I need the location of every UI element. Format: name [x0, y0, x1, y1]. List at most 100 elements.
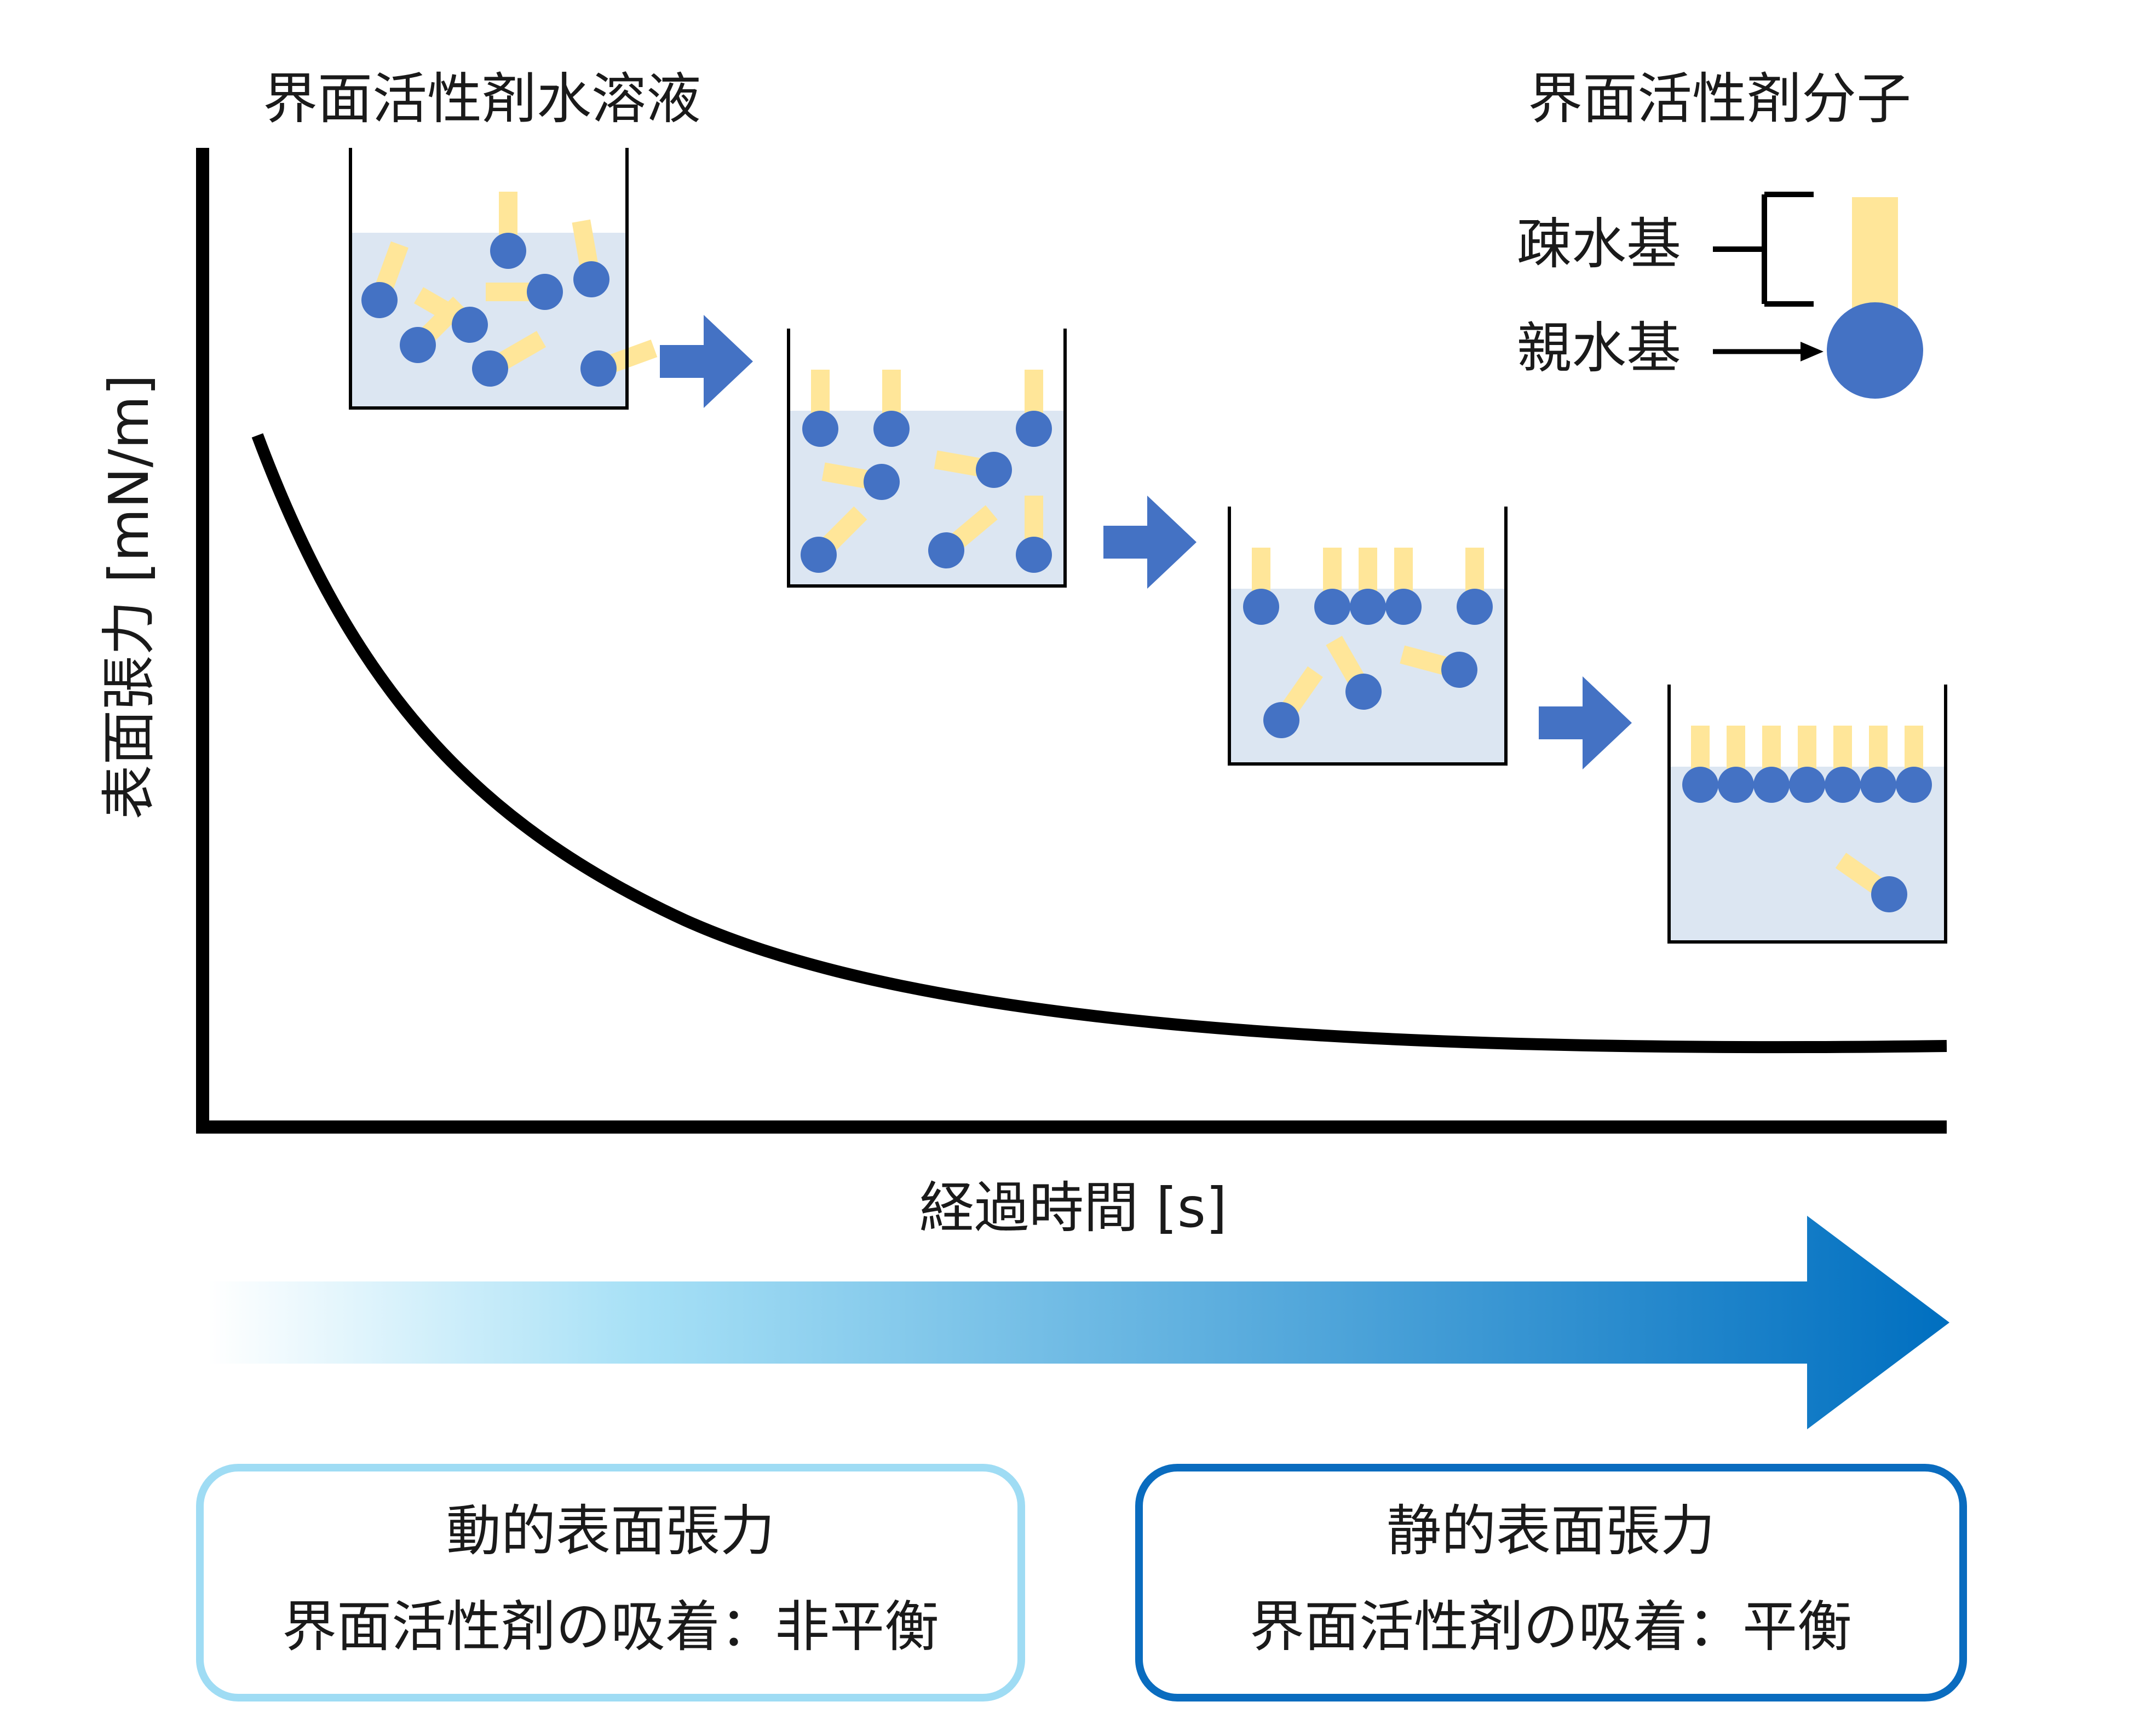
- hydrophilic-head: [1718, 767, 1754, 803]
- time-progress-arrow: [208, 1216, 1949, 1429]
- beaker-4: [1667, 685, 1947, 944]
- axes: [196, 148, 1947, 1134]
- hydrophobic-tail: [882, 370, 901, 417]
- hydrophobic-tail: [949, 505, 998, 550]
- beaker-1: [349, 148, 658, 410]
- dynamic-tension-box: 動的表面張力 界面活性剤の吸着：非平衡: [196, 1464, 1025, 1701]
- hydrophobic-tail: [1323, 548, 1342, 595]
- surfactant-molecule: [1682, 726, 1718, 803]
- hydrophilic-head: [1896, 767, 1932, 803]
- hydrophilic-head: [527, 274, 563, 310]
- hydrophilic-head: [1860, 767, 1896, 803]
- x-axis-label: 経過時間 [s]: [919, 1176, 1227, 1240]
- beaker-2: [787, 329, 1067, 588]
- hydrophobic-tail: [375, 241, 409, 293]
- hydrophilic-head: [1871, 876, 1907, 912]
- hydrophilic-head: [452, 307, 488, 343]
- surfactant-molecule: [1016, 496, 1052, 573]
- static-box-title: 静的表面張力: [1387, 1499, 1715, 1563]
- surfactant-molecule: [1789, 726, 1825, 803]
- hydrophilic-head: [1350, 589, 1386, 625]
- hydrophilic-head: [580, 350, 617, 387]
- hydrophobic-tail: [1833, 726, 1852, 773]
- surfactant-molecule: [1314, 548, 1350, 625]
- hydrophilic-head: [573, 261, 609, 297]
- beaker-3-outline: [1228, 507, 1508, 766]
- beaker-3: [1228, 507, 1508, 766]
- beaker-1-outline: [349, 148, 629, 410]
- hydrophobic-tail: [1691, 726, 1710, 773]
- dynamic-box-title: 動的表面張力: [446, 1499, 775, 1563]
- hydrophilic-label: 親水基: [1517, 316, 1681, 380]
- surface-tension-curve: [251, 433, 1947, 1054]
- surfactant-molecule: [1385, 548, 1422, 625]
- hydrophobic-tail: [1400, 645, 1451, 676]
- surfactant-molecule: [1457, 548, 1493, 625]
- surfactant-molecule: [413, 287, 488, 343]
- surfactant-molecule: [821, 462, 900, 500]
- hydrophilic-head: [472, 350, 508, 387]
- surfactant-molecule: [486, 274, 563, 310]
- hydrophobic-tail: [1326, 635, 1366, 687]
- hydrophobic-tail: [499, 192, 517, 239]
- hydrophobic-tail: [486, 283, 533, 301]
- hydrophilic-head: [1263, 702, 1299, 738]
- hydrophobic-tail: [1025, 496, 1043, 543]
- hydrophobic-tail: [1394, 548, 1413, 595]
- hydrophobic-tail: [821, 462, 872, 490]
- hydrophilic-head: [864, 464, 900, 500]
- hydrophilic-pointer-head: [1801, 342, 1824, 361]
- hydrophilic-head: [1016, 537, 1052, 573]
- surfactant-molecule: [1718, 726, 1754, 803]
- hydrophilic-head: [1789, 767, 1825, 803]
- hydrophilic-head: [1243, 589, 1279, 625]
- legend-head: [1827, 302, 1923, 399]
- static-box-frame: [1135, 1464, 1967, 1701]
- hydrophobic-bracket: [1713, 192, 1814, 307]
- surfactant-molecule: [1896, 726, 1932, 803]
- hydrophobic-tail: [1869, 726, 1888, 773]
- hydrophilic-head: [801, 537, 837, 573]
- beaker-4-outline: [1667, 685, 1947, 944]
- hydrophilic-head: [976, 452, 1012, 488]
- surfactant-molecule: [580, 340, 658, 387]
- static-box-subtitle: 界面活性剤の吸着：平衡: [1250, 1595, 1852, 1659]
- hydrophilic-head: [873, 411, 910, 447]
- hydrophobic-label: 疎水基: [1517, 212, 1681, 276]
- process-arrow-1: [660, 315, 753, 408]
- hydrophilic-head: [1385, 589, 1422, 625]
- surfactant-molecule: [1825, 726, 1861, 803]
- hydrophobic-tail: [1762, 726, 1781, 773]
- surfactant-molecule: [802, 370, 838, 447]
- hydrophilic-head: [490, 233, 526, 269]
- hydrophobic-tail: [1465, 548, 1484, 595]
- hydrophobic-tail: [1798, 726, 1816, 773]
- hydrophobic-tail: [1252, 548, 1270, 595]
- solution-label: 界面活性剤水溶液: [263, 67, 701, 131]
- process-arrow-3: [1539, 676, 1632, 769]
- surfactant-molecule: [1016, 370, 1052, 447]
- surfactant-molecule: [1400, 645, 1477, 688]
- process-arrows: [660, 315, 1632, 769]
- hydrophobic-tail: [1280, 666, 1323, 716]
- hydrophobic-tail: [1025, 370, 1043, 417]
- process-arrow-2: [1103, 496, 1197, 589]
- hydrophobic-tail: [1359, 548, 1377, 595]
- hydrophilic-head: [1457, 589, 1493, 625]
- hydrophobic-tail: [1905, 726, 1923, 773]
- hydrophobic-tail: [820, 506, 867, 554]
- hydrophilic-head: [928, 532, 964, 568]
- surfactant-molecule: [934, 450, 1012, 488]
- surfactant-molecule: [472, 331, 547, 387]
- beaker-2-outline: [787, 329, 1067, 588]
- hydrophilic-head: [1441, 652, 1477, 688]
- surfactant-molecule: [490, 192, 526, 269]
- dynamic-box-frame: [196, 1464, 1025, 1701]
- y-axis-label: 表面張力 [mN/m]: [97, 374, 161, 819]
- surfactant-molecule: [801, 506, 867, 573]
- hydrophilic-head: [361, 282, 398, 318]
- hydrophobic-tail: [413, 287, 465, 327]
- hydrophobic-tail: [811, 370, 830, 417]
- surfactant-molecule: [1753, 726, 1790, 803]
